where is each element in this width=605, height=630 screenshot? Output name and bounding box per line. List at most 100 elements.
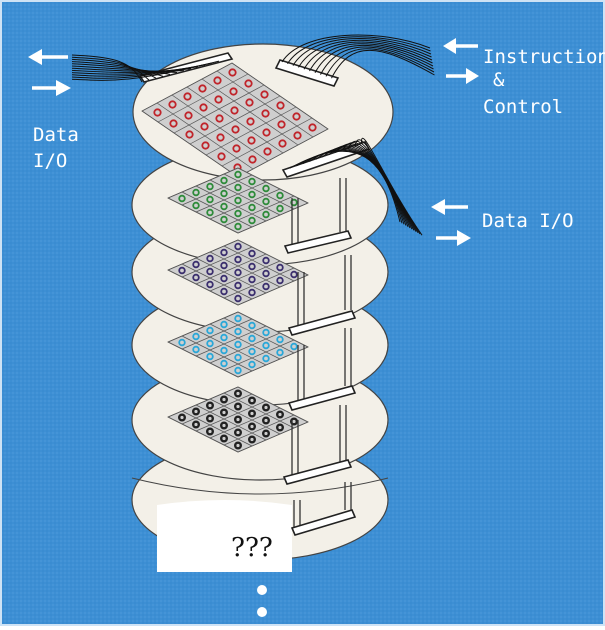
processing-cell: [234, 222, 242, 231]
processing-cell: [261, 109, 270, 118]
processing-cell: [276, 276, 284, 285]
processing-cell: [200, 122, 209, 131]
processing-cell: [248, 249, 256, 258]
processing-cell: [214, 95, 223, 104]
processing-cell: [217, 152, 226, 161]
vertical-connectors: [291, 178, 352, 528]
continuation-dots: [257, 585, 267, 617]
processing-cell: [220, 287, 228, 296]
processing-cell: [206, 339, 214, 348]
processing-cell: [248, 203, 256, 212]
processing-cell: [248, 262, 256, 271]
processing-cell: [276, 423, 285, 432]
processing-cell: [233, 415, 242, 424]
processing-cell: [248, 155, 257, 164]
processing-cell: [262, 256, 270, 265]
processing-cell: [262, 416, 271, 425]
processing-cell: [220, 248, 228, 257]
processing-cell: [262, 354, 270, 363]
processing-cell: [234, 268, 242, 277]
processing-cell: [206, 267, 214, 276]
processing-cell: [234, 183, 242, 192]
processing-cell: [232, 144, 241, 153]
label-instruction: Instruction: [483, 46, 605, 68]
label-data-io-left-line2: I/O: [33, 150, 67, 172]
processing-cell: [220, 333, 228, 342]
processing-cell: [219, 395, 228, 404]
processing-cell: [262, 197, 270, 206]
processing-cell: [248, 177, 256, 186]
processing-cell: [262, 403, 271, 412]
processing-cell: [215, 114, 224, 123]
connector-bar-layer6: [282, 459, 353, 485]
connector-bar-layer3: [283, 230, 353, 254]
processing-cell: [220, 359, 228, 368]
processing-cell: [262, 128, 271, 137]
processing-cell: [220, 261, 228, 270]
arrow-right-icon: [32, 80, 71, 96]
processing-cell: [234, 196, 242, 205]
processing-cell: [231, 125, 240, 134]
processing-cell: [248, 334, 256, 343]
processing-cell: [248, 288, 256, 297]
processing-cell: [278, 139, 287, 148]
label-ampersand: &: [493, 69, 505, 91]
connector-bar-bottom: [290, 509, 357, 536]
processing-cell: [168, 100, 177, 109]
processing-cell: [276, 335, 284, 344]
processing-cell: [206, 326, 214, 335]
processing-cell: [276, 101, 285, 110]
processing-cell: [234, 281, 242, 290]
processing-cell: [290, 198, 298, 207]
processing-cell: [290, 342, 298, 351]
processing-cell: [233, 441, 242, 450]
processing-cell: [234, 340, 242, 349]
processing-cell: [244, 79, 253, 88]
processing-cell: [293, 131, 302, 140]
processing-cell: [260, 90, 269, 99]
processing-cell: [234, 209, 242, 218]
processing-cell: [192, 188, 200, 197]
processing-cell: [248, 360, 256, 369]
label-control: Control: [483, 96, 563, 118]
processing-cell: [206, 195, 214, 204]
processing-cell: [276, 410, 285, 419]
arrow-right-icon: [446, 68, 479, 84]
unknown-layer-box: [131, 477, 389, 572]
processing-cell: [262, 184, 270, 193]
processing-cell: [192, 260, 200, 269]
processing-cell: [248, 321, 256, 330]
processing-cell: [277, 120, 286, 129]
processing-cell: [205, 401, 214, 410]
arrow-left-icon: [443, 38, 478, 54]
ribbon-cable-left: [71, 54, 220, 83]
processing-cell: [290, 417, 299, 426]
processing-cell: [192, 273, 200, 282]
processing-cell: [191, 420, 200, 429]
processing-cell: [233, 428, 242, 437]
processing-cell: [262, 328, 270, 337]
arrow-left-icon: [431, 199, 468, 215]
processing-cell: [246, 117, 255, 126]
processing-cell: [178, 266, 186, 275]
processing-cell: [262, 429, 271, 438]
processing-cell: [220, 176, 228, 185]
cell-grid-layer-5: [167, 386, 309, 453]
processing-cell: [247, 396, 256, 405]
processing-cell: [290, 270, 298, 279]
processing-cell: [219, 434, 228, 443]
processing-cell: [177, 413, 186, 422]
processing-cell: [169, 119, 178, 128]
processing-cell: [185, 130, 194, 139]
processing-cell: [192, 332, 200, 341]
processing-cell: [206, 182, 214, 191]
connector-bar-layer5: [287, 385, 357, 411]
processing-cell: [247, 422, 256, 431]
processing-cell: [248, 216, 256, 225]
cell-grid-layer-2: [167, 167, 309, 234]
processing-cell: [220, 346, 228, 355]
processing-cell: [247, 435, 256, 444]
processing-cell: [228, 68, 237, 77]
processing-cell: [220, 189, 228, 198]
